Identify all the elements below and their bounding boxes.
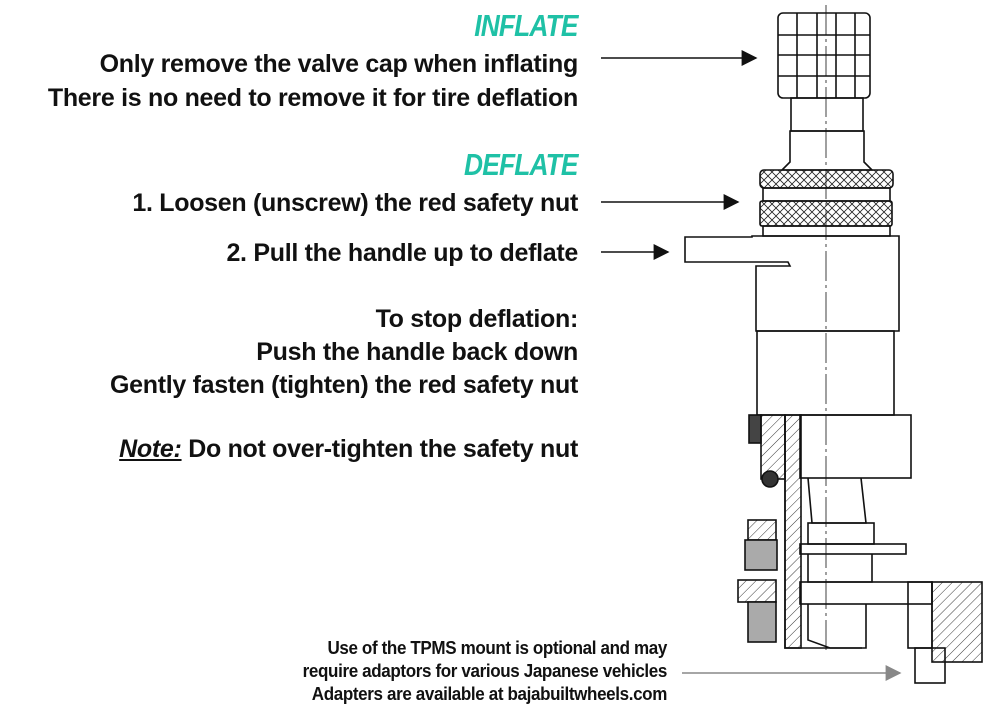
stop-line-1: Push the handle back down <box>256 338 578 366</box>
handle-icon <box>684 235 900 332</box>
tpms-line-2: require adaptors for various Japanese ve… <box>302 660 668 681</box>
stop-line-2: Gently fasten (tighten) the red safety n… <box>109 371 578 399</box>
deflate-step-1: 1. Loosen (unscrew) the red safety nut <box>132 189 578 217</box>
deflate-heading: DEFLATE <box>464 147 578 182</box>
inflate-line-2: There is no need to remove it for tire d… <box>47 84 578 112</box>
stop-title: To stop deflation: <box>375 305 579 333</box>
deflate-step-2: 2. Pull the handle up to deflate <box>226 239 578 267</box>
tpms-line-1: Use of the TPMS mount is optional and ma… <box>327 637 667 658</box>
inflate-heading: INFLATE <box>474 8 579 43</box>
inflate-line-1: Only remove the valve cap when inflating <box>99 50 579 78</box>
note: Note: Do not over-tighten the safety nut <box>119 435 578 464</box>
tpms-line-3: Adapters are available at bajabuiltwheel… <box>311 683 668 704</box>
tpms-note: Use of the TPMS mount is optional and ma… <box>302 636 668 705</box>
note-text: Do not over-tighten the safety nut <box>181 435 578 463</box>
safety-nut-icon <box>759 169 894 189</box>
valve-cap-icon <box>777 12 871 99</box>
note-label: Note: <box>119 435 182 463</box>
